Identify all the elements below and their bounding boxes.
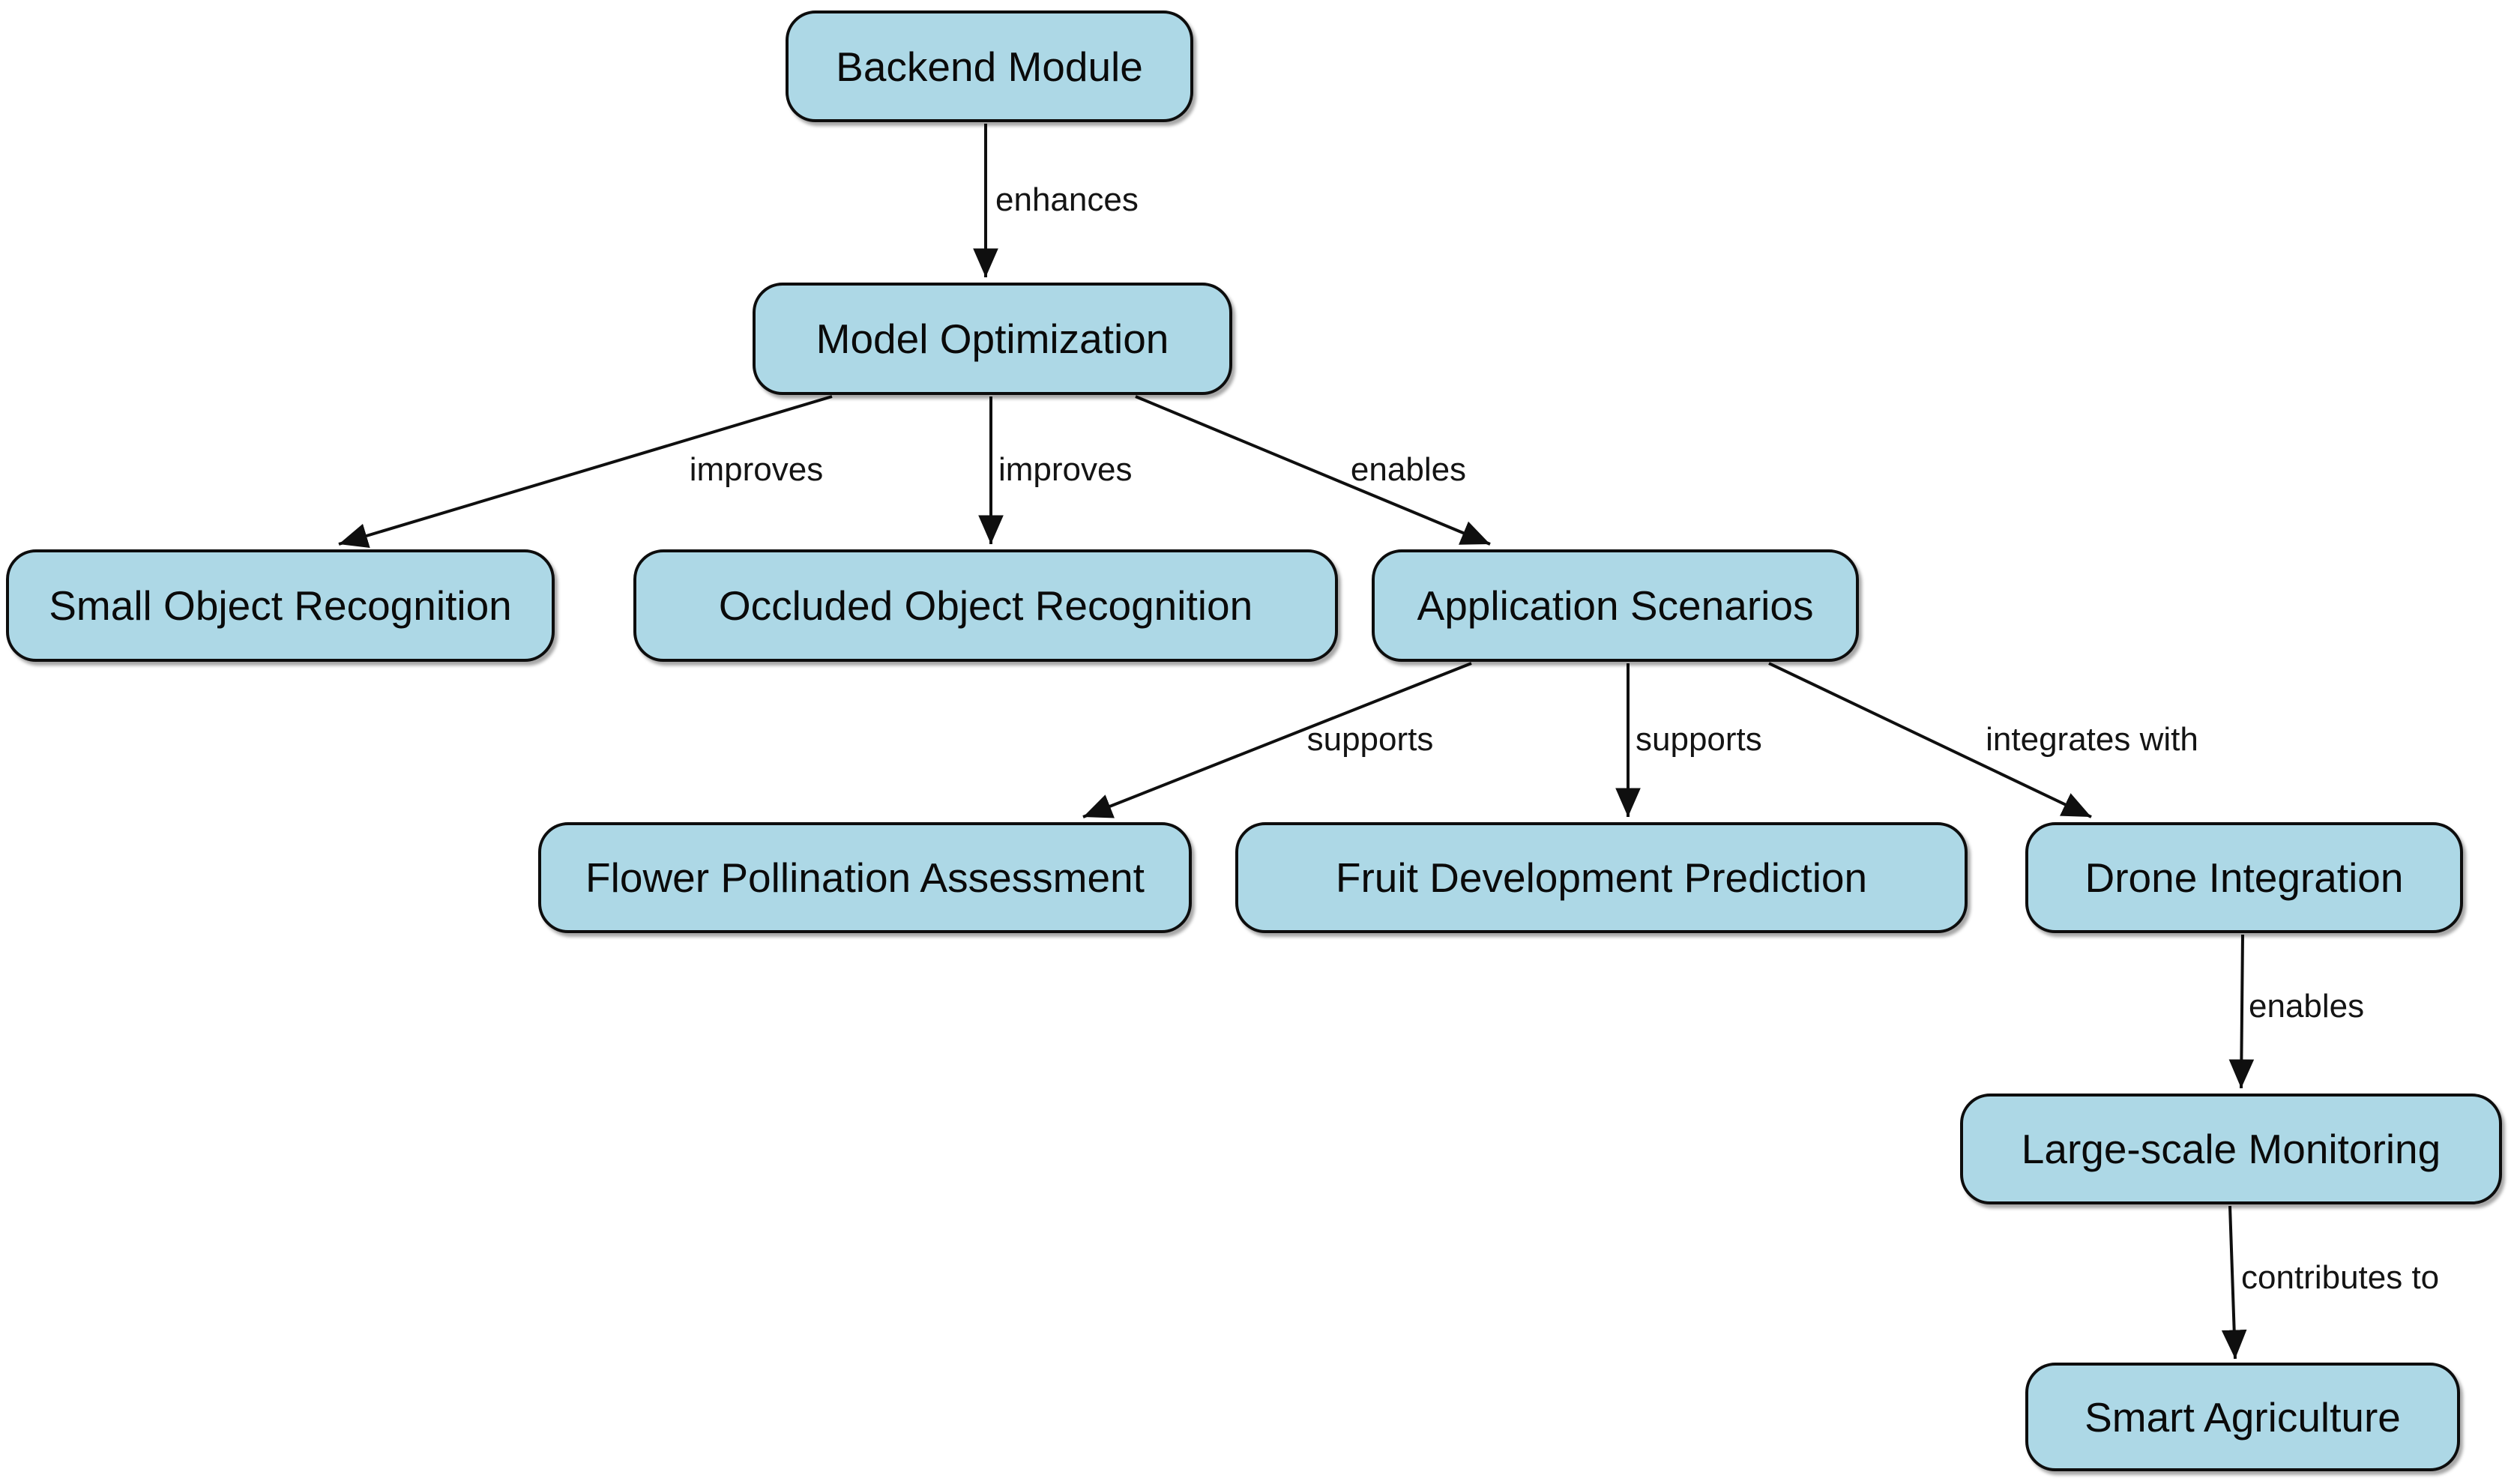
edge-label-integrates-with: integrates with	[1986, 721, 2198, 758]
edge-label-supports-middle: supports	[1636, 721, 1762, 758]
edge-label-contributes-to: contributes to	[2241, 1259, 2440, 1296]
edge-label-enhances: enhances	[995, 181, 1139, 218]
edge-optimization-to-application	[1135, 395, 1491, 546]
node-application-scenarios: Application Scenarios	[1372, 549, 1859, 662]
edge-drone-to-monitoring	[2228, 934, 2255, 1089]
node-occluded-object-recognition: Occluded Object Recognition	[633, 549, 1338, 662]
node-backend-module: Backend Module	[786, 10, 1193, 122]
edge-label-improves-middle: improves	[998, 451, 1133, 488]
node-fruit-development-prediction: Fruit Development Prediction	[1235, 822, 1968, 933]
edge-application-to-drone	[1768, 662, 2092, 818]
edge-label-enables-drone: enables	[2249, 988, 2365, 1025]
edge-label-improves-left: improves	[689, 451, 824, 488]
edge-application-to-flower	[1082, 662, 1472, 818]
node-small-object-recognition: Small Object Recognition	[6, 549, 555, 662]
node-large-scale-monitoring: Large-scale Monitoring	[1960, 1094, 2502, 1204]
edge-label-enables: enables	[1350, 451, 1467, 488]
edge-optimization-to-small-object	[338, 395, 833, 549]
edge-label-supports-left: supports	[1306, 721, 1434, 758]
node-model-optimization: Model Optimization	[753, 283, 1232, 395]
edge-monitoring-to-agriculture	[2221, 1205, 2247, 1360]
node-smart-agriculture: Smart Agriculture	[2025, 1363, 2460, 1471]
node-drone-integration: Drone Integration	[2025, 822, 2463, 933]
node-flower-pollination-assessment: Flower Pollination Assessment	[538, 822, 1192, 933]
